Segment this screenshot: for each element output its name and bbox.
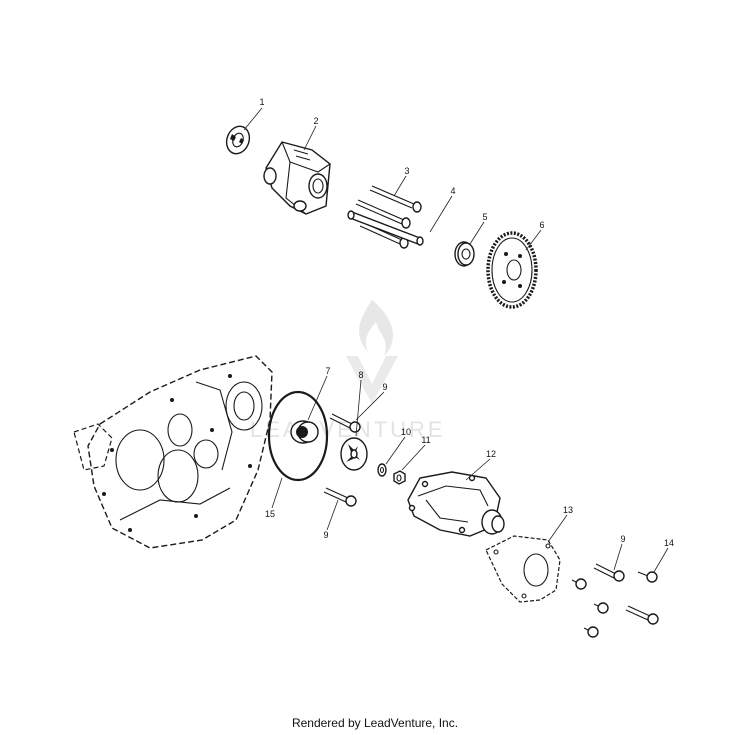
callout-3: 3 [404,166,409,176]
part-pump-cover [407,471,505,537]
callout-8: 8 [358,370,363,380]
render-credit: Rendered by LeadVenture, Inc. [291,716,459,730]
callout-4: 4 [450,186,455,196]
watermark-flame-logo [346,300,398,404]
callout-13: 13 [563,505,573,515]
part-pump-housing [263,141,331,215]
part-nut [393,470,406,485]
callout-1: 1 [259,97,264,107]
part-bolt-upper [329,413,361,433]
part-pump-shaft [347,210,424,246]
callout-6: 6 [539,220,544,230]
watermark: LEADVENTURE [250,300,446,442]
callout-7: 7 [325,366,330,376]
callout-10: 10 [401,427,411,437]
callout-11: 11 [421,435,430,445]
callout-labels: 1 2 3 4 5 6 7 8 9 10 11 12 13 9 15 9 14 [259,97,674,548]
leader-lines [243,107,669,573]
part-bolt-lower-left [323,487,357,507]
watermark-text: LEADVENTURE [250,417,446,442]
callout-12: 12 [486,449,496,459]
callout-14: 14 [664,538,674,548]
part-crankcase [73,355,273,549]
callout-9-right: 9 [620,534,625,544]
part-bearing [454,241,475,267]
part-washer [377,463,387,477]
callout-9-lower: 9 [323,530,328,540]
callout-9-upper: 9 [382,382,387,392]
part-impeller [340,437,368,471]
part-seal-washer [225,125,251,155]
part-o-ring [267,390,329,482]
callout-2: 2 [313,116,318,126]
part-mechanical-seal [290,420,319,444]
part-bolt-set-lower-right [571,563,659,638]
callout-15: 15 [265,509,275,519]
part-drive-gear [486,231,538,309]
part-gasket [485,535,561,603]
callout-5: 5 [482,212,487,222]
